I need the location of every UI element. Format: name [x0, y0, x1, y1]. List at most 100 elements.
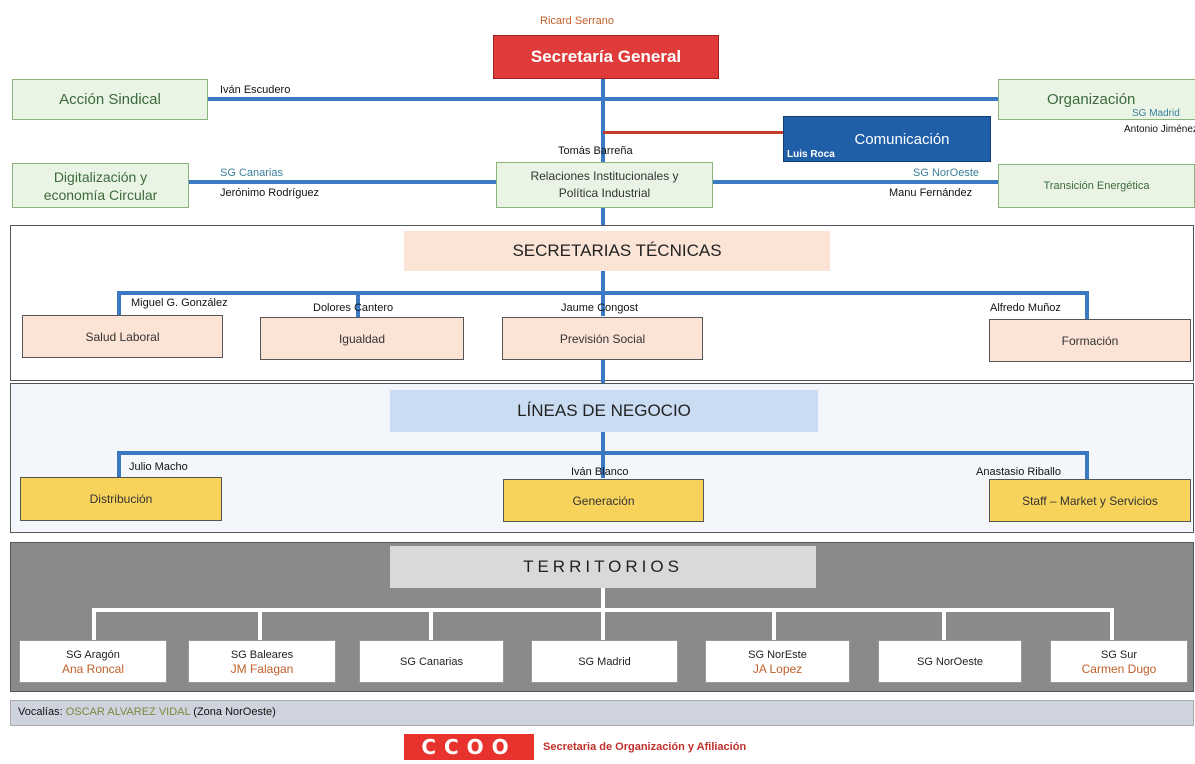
- connector-igualdad: [356, 291, 360, 317]
- negocio-vertical-connector: [601, 432, 605, 478]
- transicion-connector: [713, 180, 999, 184]
- igualdad-person: Dolores Cantero: [313, 302, 394, 314]
- vocalias-text: Vocalías: OSCAR ALVAREZ VIDAL (Zona NorO…: [18, 706, 276, 718]
- transicion-label: Transición Energética: [1043, 180, 1150, 192]
- territorio-baleares-label: SG Baleares: [230, 648, 294, 661]
- territorio-noreste[interactable]: SG NorEste JA Lopez: [705, 640, 850, 683]
- territorios-header-label: TERRITORIOS: [523, 557, 683, 576]
- territorio-aragon[interactable]: SG Aragón Ana Roncal: [19, 640, 167, 683]
- connector-distribucion: [117, 451, 121, 477]
- staff-box[interactable]: Staff – Market y Servicios: [989, 479, 1191, 522]
- comunicacion-connector: [603, 131, 783, 134]
- igualdad-label: Igualdad: [338, 331, 386, 346]
- ccoo-logo: CCOO: [404, 734, 534, 760]
- prevision-social-box[interactable]: Previsión Social: [502, 317, 703, 360]
- distribucion-label: Distribución: [89, 492, 153, 506]
- digitalizacion-connector: [188, 180, 496, 184]
- connector-canarias: [429, 608, 433, 640]
- generacion-person: Iván Blanco: [571, 466, 629, 478]
- digitalizacion-label-line2: economía Circular: [43, 186, 158, 203]
- tecnicas-header-label: SECRETARIAS TÉCNICAS: [512, 241, 722, 260]
- connector-staff: [1085, 451, 1089, 479]
- territorio-noroeste[interactable]: SG NorOeste: [878, 640, 1022, 683]
- connector-noreste: [772, 608, 776, 640]
- accion-sindical-label: Acción Sindical: [59, 91, 161, 108]
- relaciones-person: Tomás Barreña: [558, 145, 633, 157]
- territorio-sur-person: Carmen Dugo: [1081, 661, 1157, 676]
- relaciones-label-line2: Política Industrial: [558, 186, 651, 200]
- salud-laboral-label: Salud Laboral: [85, 329, 160, 344]
- secretaria-general-box[interactable]: Secretaría General: [493, 35, 719, 79]
- territorio-aragon-label: SG Aragón: [66, 648, 120, 661]
- vocalias-label: Vocalías:: [18, 706, 63, 718]
- formacion-box[interactable]: Formación: [989, 319, 1191, 362]
- territorio-aragon-person: Ana Roncal: [61, 661, 125, 676]
- prevision-social-label: Previsión Social: [559, 331, 646, 346]
- generacion-label: Generación: [572, 493, 635, 508]
- digitalizacion-box[interactable]: Digitalización y economía Circular: [12, 163, 189, 208]
- comunicacion-box[interactable]: Comunicación: [783, 116, 991, 162]
- connector-baleares: [258, 608, 262, 640]
- transicion-person: Manu Fernández: [889, 187, 973, 199]
- organizacion-person: Antonio Jiménez: [1124, 124, 1195, 135]
- territorio-canarias[interactable]: SG Canarias: [359, 640, 504, 683]
- org-secretaria-text: Secretaria de Organización y Afiliación: [543, 741, 747, 753]
- vocalias-zone: (Zona NorOeste): [193, 706, 276, 718]
- territorio-madrid[interactable]: SG Madrid: [531, 640, 678, 683]
- formacion-person: Alfredo Muñoz: [990, 302, 1061, 314]
- ccoo-logo-text: CCOO: [421, 735, 517, 759]
- organizacion-sg: SG Madrid: [1132, 108, 1180, 119]
- vocalias-bar: [10, 700, 1194, 726]
- digitalizacion-person: Jerónimo Rodríguez: [220, 187, 320, 199]
- territorios-header: TERRITORIOS: [390, 546, 816, 588]
- vocalias-name: OSCAR ALVAREZ VIDAL: [65, 706, 191, 718]
- distribucion-box[interactable]: Distribución: [20, 477, 222, 521]
- transicion-box[interactable]: Transición Energética: [998, 164, 1195, 208]
- main-vertical-connector: [601, 79, 605, 234]
- negocio-header: LÍNEAS DE NEGOCIO: [390, 390, 818, 432]
- organizacion-box[interactable]: Organización: [998, 79, 1195, 120]
- territorio-baleares-person: JM Falagan: [230, 661, 294, 676]
- igualdad-box[interactable]: Igualdad: [260, 317, 464, 360]
- organizacion-label: Organización: [1047, 91, 1136, 108]
- territorio-sur[interactable]: SG Sur Carmen Dugo: [1050, 640, 1188, 683]
- territorio-baleares[interactable]: SG Baleares JM Falagan: [188, 640, 336, 683]
- secretaria-general-label: Secretaría General: [530, 47, 682, 66]
- salud-laboral-box[interactable]: Salud Laboral: [22, 315, 223, 358]
- generacion-box[interactable]: Generación: [503, 479, 704, 522]
- transicion-sg: SG NorOeste: [913, 167, 980, 179]
- territorio-noreste-person: JA Lopez: [752, 661, 803, 676]
- distribucion-person: Julio Macho: [129, 461, 188, 473]
- tecnicas-horizontal-connector: [117, 291, 1089, 295]
- staff-person: Anastasio Riballo: [976, 466, 1061, 478]
- territorio-sur-label: SG Sur: [1100, 648, 1138, 661]
- comunicacion-person: Luis Roca: [787, 149, 835, 160]
- connector-sur: [1110, 608, 1114, 640]
- territorio-canarias-label: SG Canarias: [400, 655, 463, 668]
- connector-formacion: [1085, 291, 1089, 319]
- connector-madrid: [601, 608, 605, 640]
- digitalizacion-label-line1: Digitalización y: [53, 168, 148, 185]
- staff-label: Staff – Market y Servicios: [1022, 493, 1158, 508]
- secretaria-general-leader: Ricard Serrano: [540, 15, 614, 27]
- territorio-noroeste-label: SG NorOeste: [916, 655, 984, 668]
- relaciones-label-line1: Relaciones Institucionales y: [530, 169, 679, 183]
- connector-aragon: [92, 608, 96, 640]
- negocio-horizontal-connector: [117, 451, 1089, 455]
- territorio-noreste-label: SG NorEste: [748, 648, 807, 661]
- formacion-label: Formación: [1061, 333, 1119, 348]
- relaciones-box[interactable]: Relaciones Institucionales y Política In…: [496, 162, 713, 208]
- accion-sindical-person: Iván Escudero: [220, 84, 291, 96]
- negocio-header-label: LÍNEAS DE NEGOCIO: [517, 401, 691, 420]
- accion-organizacion-connector: [208, 97, 998, 101]
- comunicacion-label: Comunicación: [854, 130, 950, 148]
- connector-noroeste: [942, 608, 946, 640]
- territorio-madrid-label: SG Madrid: [578, 655, 631, 668]
- prevision-social-person: Jaume Congost: [561, 302, 639, 314]
- territorios-vertical-connector: [601, 588, 605, 610]
- tecnicas-header: SECRETARIAS TÉCNICAS: [404, 231, 830, 271]
- accion-sindical-box[interactable]: Acción Sindical: [12, 79, 208, 120]
- salud-laboral-person: Miguel G. González: [131, 297, 228, 309]
- connector-salud: [117, 291, 121, 315]
- digitalizacion-sg: SG Canarias: [220, 167, 283, 179]
